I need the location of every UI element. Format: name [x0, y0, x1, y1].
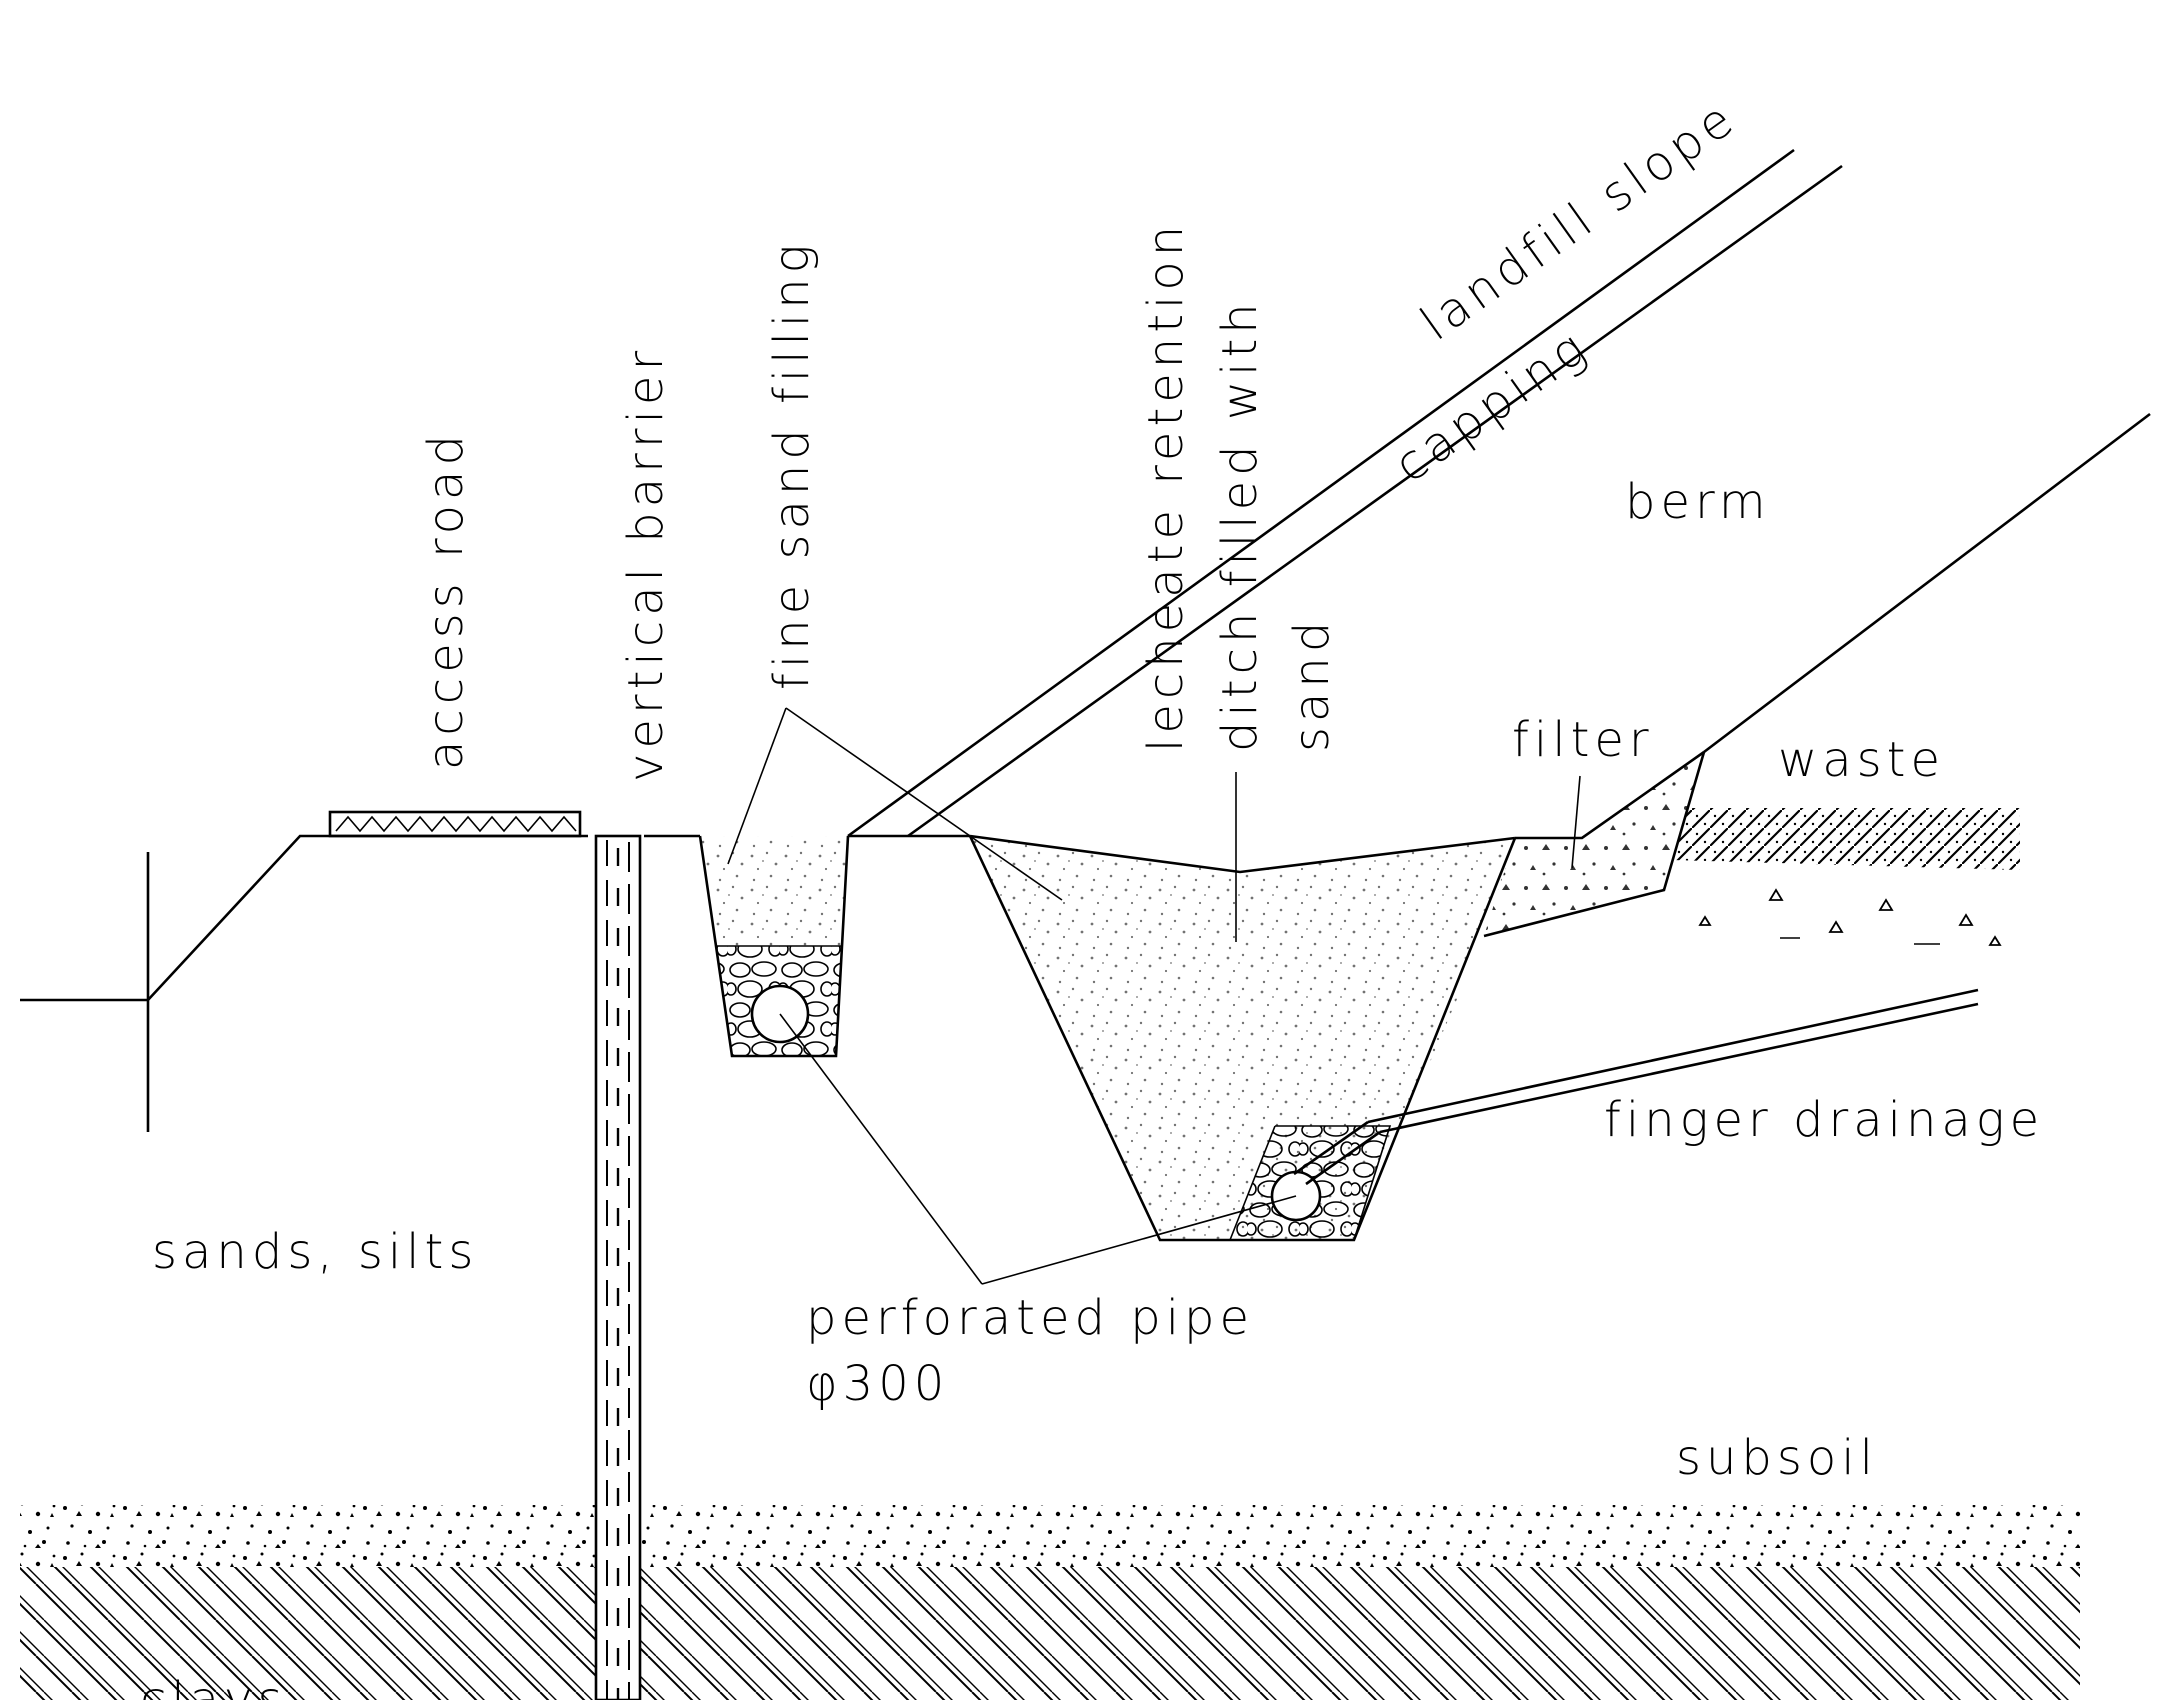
berm-slope-line — [1703, 412, 2151, 754]
label-waste: waste — [1778, 732, 1945, 788]
small-trench — [698, 835, 850, 1058]
label-ditch-filled-with: ditch filled with — [1212, 298, 1268, 752]
waste-zone — [1672, 808, 2020, 946]
label-berm: berm — [1625, 474, 1771, 530]
label-filter: filter — [1512, 712, 1654, 768]
label-perforated-pipe: perforated pipe — [806, 1290, 1254, 1346]
label-finger-drainage: finger drainage — [1604, 1092, 2044, 1148]
clay-layer — [20, 1567, 2080, 1700]
finger-drainage — [1293, 988, 1979, 1186]
label-sands-silts: sands, silts — [152, 1224, 478, 1280]
label-lecheate-retention: lecheate retention — [1138, 221, 1194, 752]
filter-zone — [1483, 750, 1706, 938]
label-fine-sand-filling: fine sand filling — [764, 240, 820, 690]
vertical-barrier — [594, 834, 642, 1700]
label-clays: clays — [140, 1672, 288, 1700]
label-access-road: access road — [418, 430, 474, 770]
label-vertical-barrier: vertical barrier — [618, 346, 674, 782]
label-capping: capping — [1384, 318, 1599, 494]
label-sand: sand — [1284, 617, 1340, 752]
landfill-slope-lines — [847, 148, 1843, 838]
label-subsoil: subsoil — [1676, 1430, 1878, 1486]
subsoil-layer — [20, 1505, 2080, 1567]
access-road — [328, 810, 582, 838]
label-pipe-diameter: φ300 — [806, 1356, 949, 1412]
leader-lines — [727, 707, 1581, 1285]
leachate-retention-ditch — [968, 834, 1517, 1242]
